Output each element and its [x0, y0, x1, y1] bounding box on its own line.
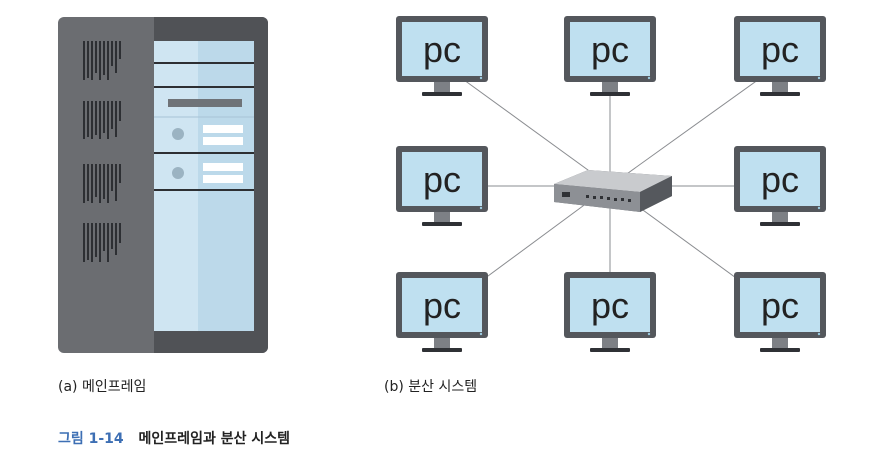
pc-label: pc — [761, 159, 799, 200]
pc-label: pc — [591, 285, 629, 326]
pc-label: pc — [423, 29, 461, 70]
distributed-system-caption: (b) 분산 시스템 — [384, 379, 478, 395]
pc-label: pc — [761, 285, 799, 326]
pc-label: pc — [591, 29, 629, 70]
figure-caption: 그림 1-14 메인프레임과 분산 시스템 — [58, 428, 290, 448]
pc-label: pc — [761, 29, 799, 70]
vent-grille-3 — [83, 164, 121, 203]
mainframe-illustration — [58, 17, 268, 353]
network-diagram: pc pc pc pc pc pc pc pc — [396, 16, 826, 352]
vent-grille-2 — [83, 101, 121, 139]
mainframe-caption: (a) 메인프레임 — [58, 379, 147, 395]
pc-label: pc — [423, 159, 461, 200]
figure-number: 그림 1-14 — [58, 431, 124, 447]
vent-grille-1 — [83, 41, 121, 80]
figure-title: 메인프레임과 분산 시스템 — [138, 431, 290, 447]
vent-grille-4 — [83, 223, 121, 262]
network-hub-icon — [554, 170, 672, 212]
pc-label: pc — [423, 285, 461, 326]
